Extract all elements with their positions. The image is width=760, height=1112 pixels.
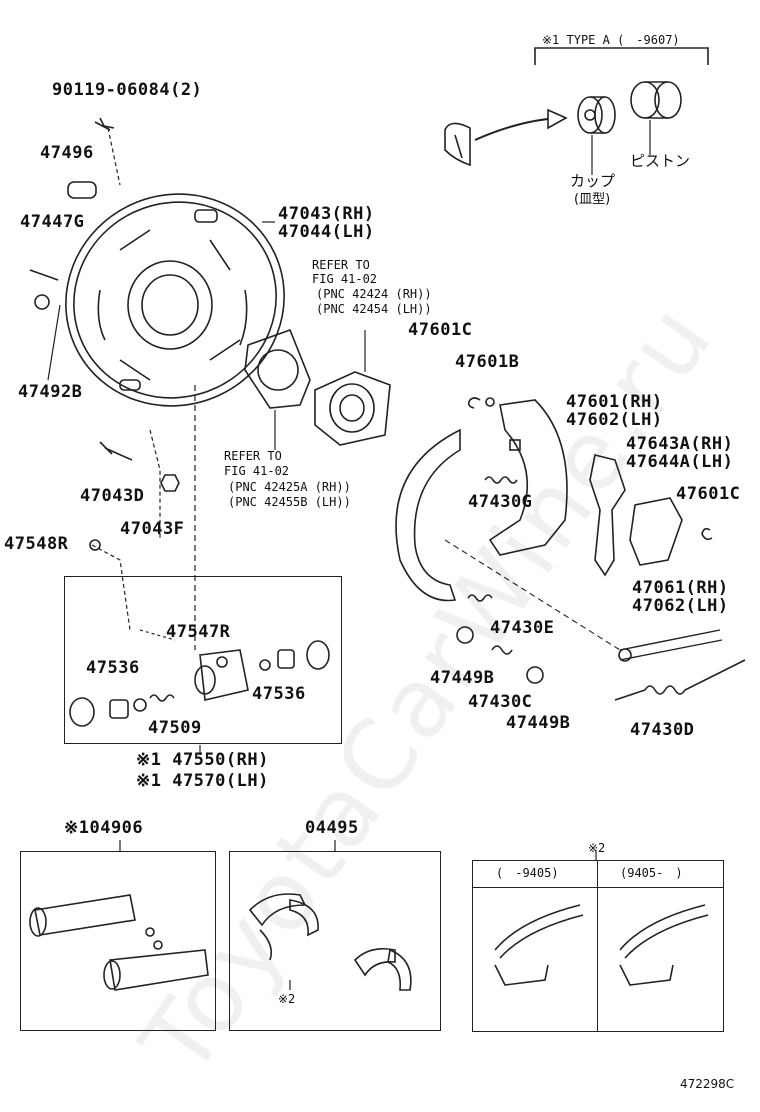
bolt-2-icon xyxy=(99,441,133,461)
part-47061-rh: 47061(RH) xyxy=(632,578,729,598)
part-47536-right: 47536 xyxy=(252,684,306,704)
cap-icon xyxy=(89,539,101,551)
kit-04906-box xyxy=(20,851,216,1031)
spring-3-icon xyxy=(491,645,513,655)
note2-right-range: (9405- ) xyxy=(620,866,683,880)
bearing-icon xyxy=(314,371,391,446)
part-47449b-b: 47449B xyxy=(506,713,571,733)
cup-icon xyxy=(577,96,616,134)
part-47043f: 47043F xyxy=(120,519,185,539)
part-47430e: 47430E xyxy=(490,618,555,638)
part-47601c-a: 47601C xyxy=(408,320,473,340)
note2-top: ※2 xyxy=(588,841,606,855)
part-47644a-lh: 47644A(LH) xyxy=(626,452,734,472)
refer-top-line-3: (PNC 42424 (RH)) xyxy=(316,287,432,301)
refer-mid-line-1: REFER TO xyxy=(224,449,282,463)
lever-icon xyxy=(589,454,626,577)
part-47430c: 47430C xyxy=(468,692,533,712)
brake-shoe-icon xyxy=(395,399,568,602)
part-47430d: 47430D xyxy=(630,720,695,740)
refer-top-line-2: FIG 41-02 xyxy=(312,272,378,286)
note2-col-divider xyxy=(597,861,598,1031)
gasket-icon xyxy=(244,328,311,409)
part-47449b-a: 47449B xyxy=(430,668,495,688)
spring-1-icon xyxy=(484,476,518,484)
wheel-cylinder-box xyxy=(64,576,342,744)
seal-piece-icon xyxy=(444,122,471,167)
washer-icon xyxy=(34,294,50,310)
part-47547r: 47547R xyxy=(166,622,231,642)
part-47062-lh: 47062(LH) xyxy=(632,596,729,616)
boot-icon xyxy=(69,697,95,727)
part-04906: ※104906 xyxy=(64,818,144,838)
spring-2-icon xyxy=(467,594,493,602)
shoe-detail-right-icon xyxy=(619,904,709,986)
grommet-icon xyxy=(67,181,97,199)
bolt-icon xyxy=(94,117,115,131)
shoe-kit-icon xyxy=(248,893,412,991)
backing-plate-icon xyxy=(65,193,285,407)
part-47043-rh: 47043(RH) xyxy=(278,204,375,224)
return-spring-icon xyxy=(614,659,746,701)
refer-mid-line-3: (PNC 42425A (RH)) xyxy=(228,480,351,494)
part-04495: 04495 xyxy=(305,818,359,838)
note2-left-range: ( -9405) xyxy=(496,866,559,880)
retainer-icon xyxy=(456,626,474,644)
pin-icon xyxy=(29,269,59,281)
cup-label: カップ xyxy=(570,172,616,190)
part-47492b: 47492B xyxy=(18,382,83,402)
note2-header-divider xyxy=(473,887,723,888)
part-47536-left: 47536 xyxy=(86,658,140,678)
type-a-bracket xyxy=(534,47,709,65)
shoe-detail-left-icon xyxy=(494,904,584,986)
part-47643a-rh: 47643A(RH) xyxy=(626,434,734,454)
part-47570-lh: ※1 47570(LH) xyxy=(136,771,269,791)
part-47496: 47496 xyxy=(40,143,94,163)
part-47602-lh: 47602(LH) xyxy=(566,410,663,430)
part-47044-lh: 47044(LH) xyxy=(278,222,375,242)
note2-box xyxy=(472,860,724,1032)
piston-label: ピストン xyxy=(630,152,691,170)
part-47601c-b: 47601C xyxy=(676,484,741,504)
refer-mid-line-2: FIG 41-02 xyxy=(224,464,290,478)
piston-icon xyxy=(630,81,682,119)
refer-mid-line-4: (PNC 42455B (LH)) xyxy=(228,495,351,509)
part-47509: 47509 xyxy=(148,718,202,738)
cup-sub-label: (皿型) xyxy=(574,192,611,207)
wheel-cylinder-icon xyxy=(194,649,249,701)
adjuster-icon xyxy=(619,629,723,661)
part-47548r: 47548R xyxy=(4,534,69,554)
adjuster-plate-icon xyxy=(629,497,683,566)
part-47043d: 47043D xyxy=(80,486,145,506)
nut-icon xyxy=(160,474,180,492)
part-47550-rh: ※1 47550(RH) xyxy=(136,750,269,770)
diagram-code: 472298C xyxy=(680,1077,735,1091)
part-47447g: 47447G xyxy=(20,212,85,232)
refer-top-line-1: REFER TO xyxy=(312,258,370,272)
part-47430g: 47430G xyxy=(468,492,533,512)
refer-top-line-4: (PNC 42454 (LH)) xyxy=(316,302,432,316)
note2-inner: ※2 xyxy=(278,992,296,1006)
type-a-note: ※1 TYPE A ( -9607) xyxy=(542,33,680,47)
part-47601-rh: 47601(RH) xyxy=(566,392,663,412)
kit-04495-box xyxy=(229,851,441,1031)
repair-kit-icon xyxy=(29,894,209,991)
part-47601b: 47601B xyxy=(455,352,520,372)
part-90119-06084: 90119-06084(2) xyxy=(52,80,203,100)
